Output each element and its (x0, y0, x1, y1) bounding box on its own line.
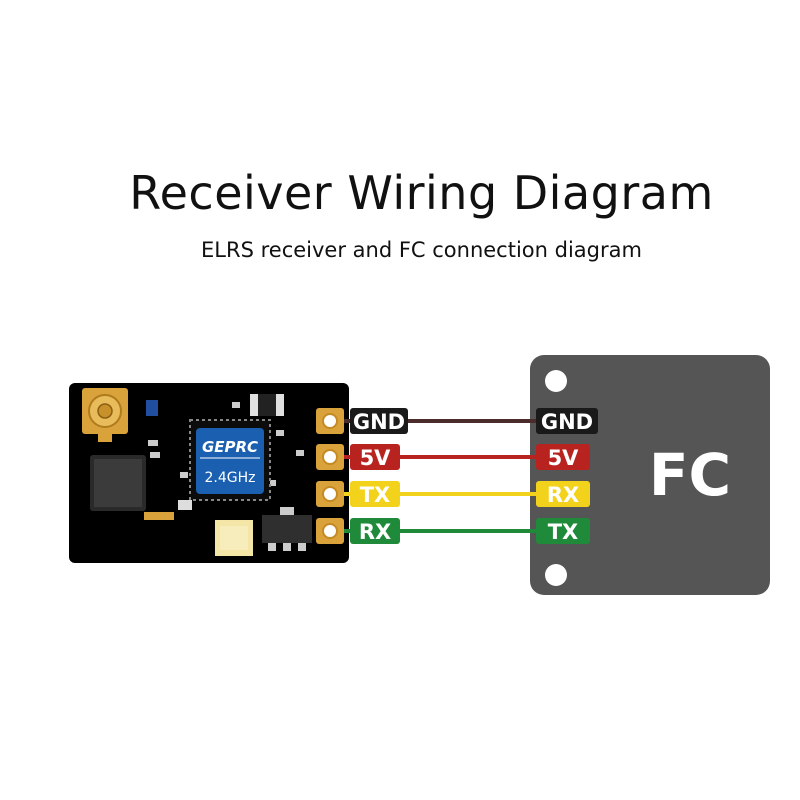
rf-module: GEPRC 2.4GHz (189, 419, 271, 501)
receiver-pin-label: 5V (350, 444, 400, 470)
fc-pin-text: TX (548, 520, 579, 544)
fc-pin-label: TX (536, 518, 590, 544)
fc-board: FC (530, 355, 770, 595)
fc-label: FC (649, 441, 731, 509)
receiver-board: GEPRC 2.4GHz (69, 383, 349, 563)
capacitor (146, 400, 158, 416)
solder-pad (316, 481, 344, 507)
receiver-pin-label: TX (350, 481, 400, 507)
fc-pin-label: RX (536, 481, 590, 507)
receiver-pin-label: RX (350, 518, 400, 544)
solder-pad (316, 444, 344, 470)
frequency-label: 2.4GHz (205, 470, 256, 486)
diagram-title: Receiver Wiring Diagram (129, 166, 714, 220)
mount-hole (545, 370, 567, 392)
receiver-pin-text: TX (360, 483, 391, 507)
receiver-pin-text: 5V (360, 446, 392, 470)
solder-pad (316, 518, 344, 544)
antenna-connector-icon (82, 388, 128, 442)
fc-pin-text: RX (547, 483, 579, 507)
regulator-chip (262, 507, 312, 551)
fc-pin-label: 5V (536, 444, 590, 470)
diagram-subtitle: ELRS receiver and FC connection diagram (201, 238, 642, 262)
receiver-pin-label: GND (350, 408, 408, 434)
brand-label: GEPRC (202, 438, 258, 456)
mcu-chip (90, 455, 146, 511)
receiver-pin-text: RX (359, 520, 391, 544)
fc-pin-text: 5V (548, 446, 580, 470)
receiver-pin-text: GND (353, 410, 405, 434)
solder-pad (316, 408, 344, 434)
fc-pin-label: GND (536, 408, 598, 434)
fc-pin-text: GND (541, 410, 593, 434)
mount-hole (545, 564, 567, 586)
